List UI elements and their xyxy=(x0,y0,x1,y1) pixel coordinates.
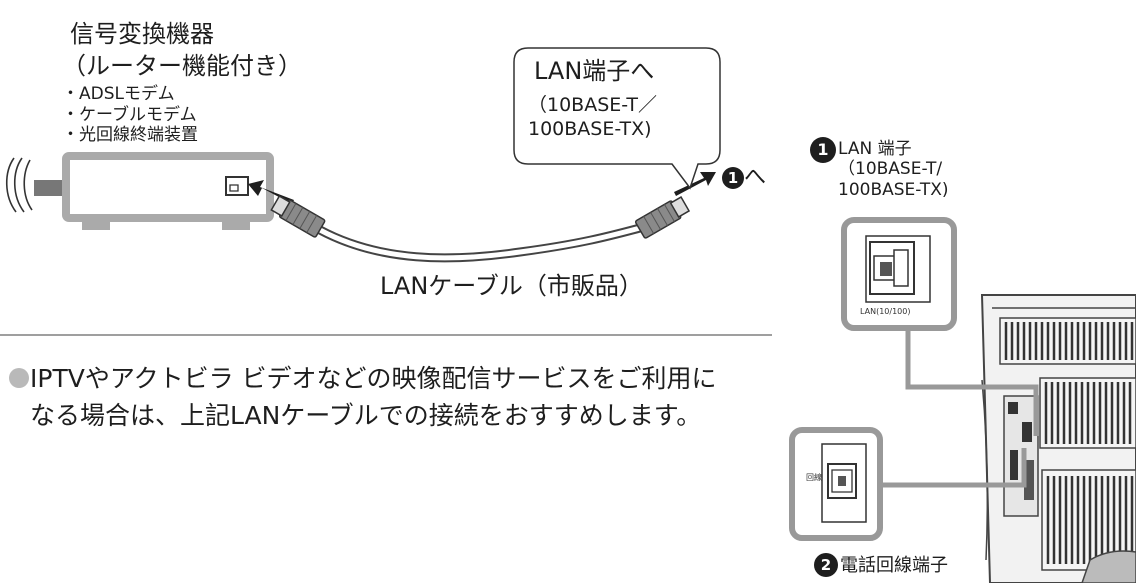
router-foot-left xyxy=(82,218,110,230)
note-bullet xyxy=(9,368,29,388)
lan-leader-line xyxy=(905,330,1039,436)
lan-cable xyxy=(315,223,645,263)
callout-title: LAN端子へ xyxy=(534,57,655,85)
phone-jack-label: 回線 xyxy=(806,473,822,482)
left-plug xyxy=(270,195,326,238)
device-subtitle: （ルーター機能付き） xyxy=(62,52,302,80)
cable-label: LANケーブル（市販品） xyxy=(380,272,643,300)
port1-spec: （10BASE-T/ xyxy=(838,159,943,180)
step-number-badge: 1 xyxy=(722,167,744,189)
device-list-item: ・光回線終端装置 xyxy=(62,125,198,146)
device-list: ・ADSLモデム ・ケーブルモデム ・光回線終端装置 xyxy=(62,84,198,146)
note-text: IPTVやアクトビラ ビデオなどの映像配信サービスをご利用になる場合は、上記LA… xyxy=(30,364,717,430)
device-title: 信号変換機器 xyxy=(70,20,214,48)
port2-name: 電話回線端子 xyxy=(840,555,948,576)
port1-number-badge: 1 xyxy=(810,137,836,163)
callout-spec: （10BASE-T／ 100BASE-TX) xyxy=(528,94,657,142)
device-list-item: ・ADSLモデム xyxy=(62,84,175,104)
plug-arrow-right xyxy=(674,172,716,196)
port1-spec: 100BASE-TX) xyxy=(838,179,949,200)
device-list-item: ・ケーブルモデム xyxy=(62,104,197,125)
port1-name: LAN 端子 xyxy=(838,139,912,159)
tv-back-panel xyxy=(980,294,1136,583)
callout-spec-line: 100BASE-TX) xyxy=(528,117,652,140)
router-device xyxy=(62,152,274,222)
phone-leader-line xyxy=(876,448,1027,488)
lan-jack-label: LAN(10/100) xyxy=(860,307,911,316)
callout-bubble xyxy=(513,47,721,190)
right-plug xyxy=(634,196,691,239)
router-foot-right xyxy=(222,218,250,230)
step-suffix: へ xyxy=(744,165,767,190)
power-wave-icon xyxy=(5,157,33,213)
port2-number-badge: 2 xyxy=(814,553,838,577)
router-lan-port xyxy=(225,176,249,196)
callout-spec-line: （10BASE-T／ xyxy=(528,94,657,116)
